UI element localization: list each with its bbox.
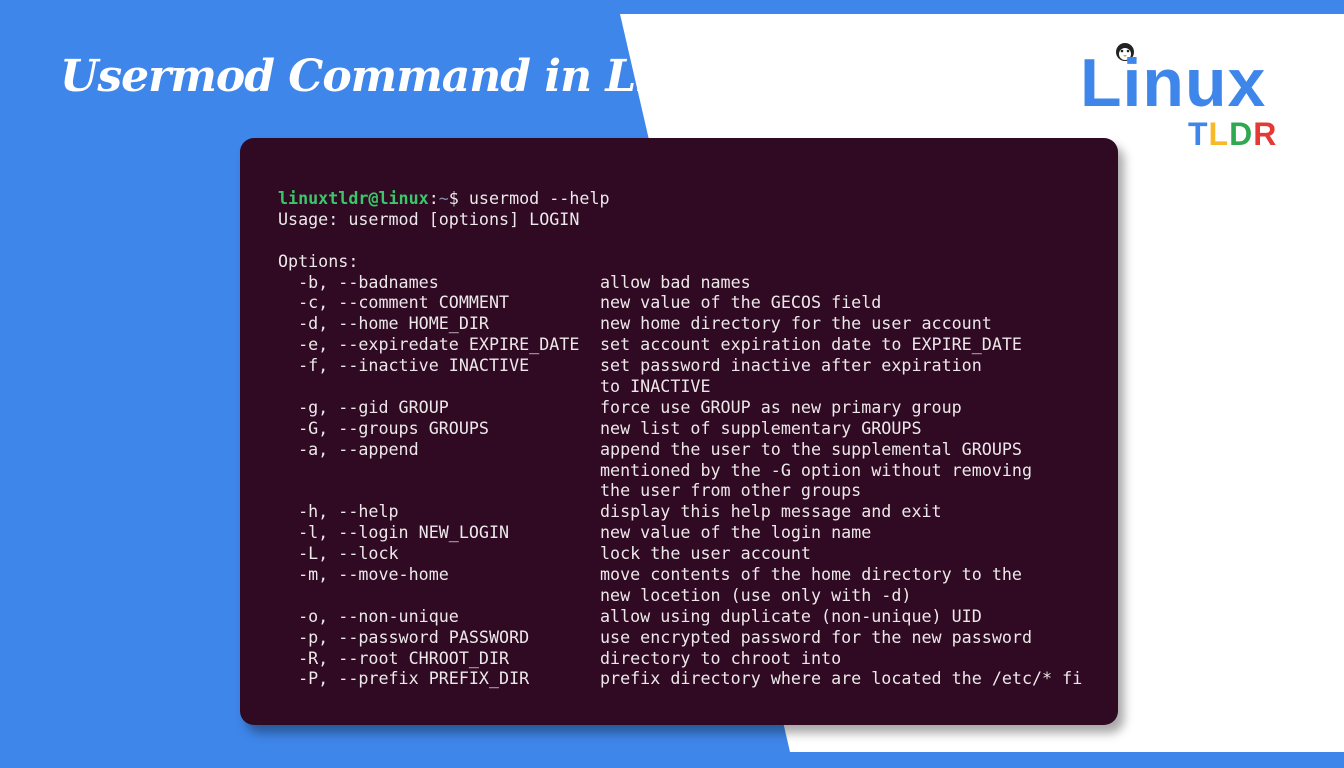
option-desc: allow using duplicate (non-unique) UID <box>600 605 982 626</box>
option-desc: prefix directory where are located the /… <box>600 668 1083 689</box>
option-row: -h, --help display this help message and … <box>278 501 1082 522</box>
option-flag: -R, --root CHROOT_DIR <box>278 647 510 668</box>
option-row: -d, --home HOME_DIR new home directory fo… <box>278 313 1082 334</box>
option-flag: -d, --home HOME_DIR <box>278 313 489 334</box>
option-desc: display this help message and exit <box>600 501 942 522</box>
option-row: -R, --root CHROOT_DIR directory to chroot… <box>278 648 1082 669</box>
prompt-symbol: $ <box>448 188 469 208</box>
logo-letter: D <box>1229 116 1254 152</box>
prompt-line: linuxtldr@linux:~$ usermod --help <box>278 188 1082 209</box>
option-desc: move contents of the home directory to t… <box>600 564 1022 585</box>
option-flag: -m, --move-home <box>278 564 449 585</box>
option-desc: new list of supplementary GROUPS <box>600 417 922 438</box>
option-desc: directory to chroot into <box>600 647 842 668</box>
option-desc: mentioned by the -G option without remov… <box>600 459 1033 480</box>
option-row: new locetion (use only with -d) <box>278 585 1082 606</box>
option-flag: -c, --comment COMMENT <box>278 292 510 313</box>
option-desc: new value of the login name <box>600 522 872 543</box>
option-desc: new home directory for the user account <box>600 313 992 334</box>
option-desc: append the user to the supplemental GROU… <box>600 438 1022 459</box>
logo-tldr: TLDR <box>1188 118 1277 150</box>
option-desc: to INACTIVE <box>600 376 711 397</box>
option-flag: -L, --lock <box>278 543 399 564</box>
option-desc: new value of the GECOS field <box>600 292 882 313</box>
option-row: -a, --append append the user to the suppl… <box>278 439 1082 460</box>
option-row: mentioned by the -G option without remov… <box>278 460 1082 481</box>
prompt-user: linuxtldr@linux <box>278 188 429 208</box>
prompt-sep: : <box>428 188 439 208</box>
option-desc: allow bad names <box>600 271 751 292</box>
blank-line <box>278 230 1082 251</box>
option-desc: set password inactive after expiration <box>600 355 982 376</box>
option-row: -G, --groups GROUPS new list of supplemen… <box>278 418 1082 439</box>
option-flag: -o, --non-unique <box>278 605 459 626</box>
option-desc: lock the user account <box>600 543 811 564</box>
option-row: to INACTIVE <box>278 376 1082 397</box>
logo-word: Linux <box>1080 45 1267 121</box>
usage-line: Usage: usermod [options] LOGIN <box>278 208 580 229</box>
option-flag: -a, --append <box>278 438 419 459</box>
option-row: -l, --login NEW_LOGIN new value of the lo… <box>278 522 1082 543</box>
option-row: -p, --password PASSWORD use encrypted pas… <box>278 627 1082 648</box>
linux-tldr-logo: Linux TLDR <box>1080 43 1290 158</box>
logo-letter: R <box>1253 116 1278 152</box>
option-row: -f, --inactive INACTIVE set password inac… <box>278 355 1082 376</box>
logo-letter: L <box>1208 116 1230 152</box>
option-row: -b, --badnames allow bad names <box>278 272 1082 293</box>
option-row: -o, --non-unique allow using duplicate (n… <box>278 606 1082 627</box>
option-desc: use encrypted password for the new passw… <box>600 626 1033 647</box>
option-row: -m, --move-home move contents of the home… <box>278 564 1082 585</box>
option-row: -L, --lock lock the user account <box>278 543 1082 564</box>
option-flag: -p, --password PASSWORD <box>278 626 530 647</box>
option-desc: the user from other groups <box>600 480 862 501</box>
option-flag: -f, --inactive INACTIVE <box>278 355 530 376</box>
option-flag: -G, --groups GROUPS <box>278 417 489 438</box>
command-text: usermod --help <box>468 188 610 208</box>
option-flag: -g, --gid GROUP <box>278 396 449 417</box>
page-title: Usermod Command in Linux <box>60 51 739 102</box>
option-row: -c, --comment COMMENT new value of the GE… <box>278 292 1082 313</box>
option-row: -g, --gid GROUP force use GROUP as new pr… <box>278 397 1082 418</box>
option-row: -e, --expiredate EXPIRE_DATE set account … <box>278 334 1082 355</box>
option-row: the user from other groups <box>278 480 1082 501</box>
option-flag: -P, --prefix PREFIX_DIR <box>278 668 530 689</box>
option-row: -P, --prefix PREFIX_DIR prefix directory … <box>278 668 1082 689</box>
option-flag: -l, --login NEW_LOGIN <box>278 522 510 543</box>
option-desc: set account expiration date to EXPIRE_DA… <box>600 334 1022 355</box>
option-flag: -e, --expiredate EXPIRE_DATE <box>278 334 580 355</box>
prompt-path: ~ <box>438 188 449 208</box>
logo-letter: T <box>1188 116 1209 152</box>
option-desc: force use GROUP as new primary group <box>600 396 962 417</box>
option-desc: new locetion (use only with -d) <box>600 584 912 605</box>
option-flag: -h, --help <box>278 501 399 522</box>
option-flag: -b, --badnames <box>278 271 439 292</box>
penguin-icon <box>1116 43 1134 61</box>
options-header: Options: <box>278 250 359 271</box>
